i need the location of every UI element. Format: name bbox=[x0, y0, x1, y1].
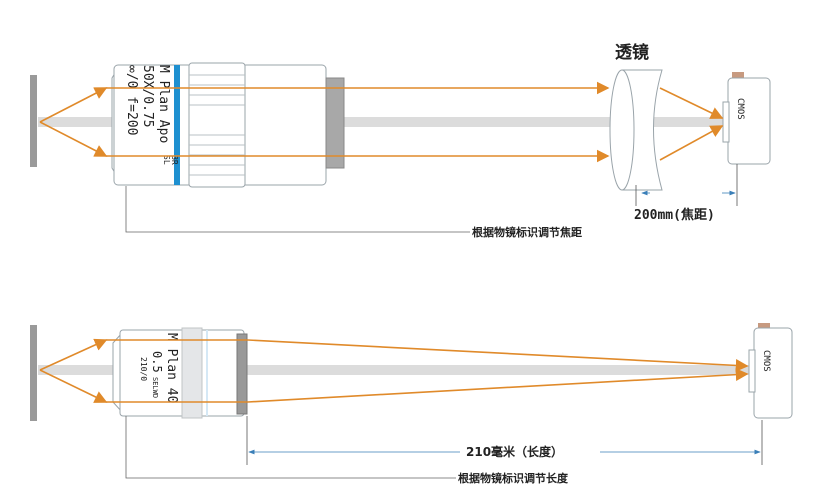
cmos-camera bbox=[722, 72, 771, 165]
leader-line bbox=[125, 416, 456, 479]
objective-na: 0.5 bbox=[150, 351, 164, 373]
thread bbox=[236, 333, 248, 415]
focal-length-label: 200mm(焦距) bbox=[634, 207, 715, 223]
focal-dimension bbox=[635, 164, 738, 206]
top-setup: M Plan Apo 50X/0.75 ∞/0 f=200 BR SL 透镜 C… bbox=[30, 42, 771, 239]
objective-50x bbox=[111, 62, 345, 188]
objective-50x-text: M Plan Apo 50X/0.75 ∞/0 f=200 BR SL bbox=[124, 65, 179, 165]
objective-spec: ∞/0 f=200 bbox=[124, 65, 139, 135]
focus-note: 根据物镜标识调节焦距 bbox=[472, 225, 582, 239]
sample-plate bbox=[30, 325, 37, 421]
objective-40x bbox=[112, 327, 248, 419]
thread bbox=[325, 77, 345, 169]
length-note: 根据物镜标识调节长度 bbox=[458, 471, 569, 485]
badge-br: BR bbox=[170, 155, 179, 165]
leader-line bbox=[125, 186, 470, 233]
camera-label: CMOS bbox=[735, 98, 745, 120]
objective-40x-text: M Plan 40 0.5 SELWD 210/0 bbox=[139, 333, 179, 403]
lens-title: 透镜 bbox=[615, 42, 649, 63]
blue-band bbox=[174, 65, 180, 185]
objective-mag: 50X/0.75 bbox=[140, 65, 155, 128]
length-label: 210毫米（长度） bbox=[466, 444, 563, 459]
light-rays bbox=[39, 81, 724, 163]
bottom-setup: M Plan 40 0.5 SELWD 210/0 CMOS 210毫米（长度） bbox=[30, 323, 793, 485]
optical-axis bbox=[38, 117, 728, 127]
objective-model: M Plan Apo bbox=[156, 65, 171, 143]
cmos-camera bbox=[748, 323, 793, 419]
lens bbox=[609, 69, 663, 191]
objective-spec: 210/0 bbox=[139, 357, 148, 381]
objective-model: M Plan 40 bbox=[164, 333, 179, 403]
optical-axis bbox=[38, 365, 750, 375]
sample-plate bbox=[30, 75, 37, 167]
camera-label: CMOS bbox=[761, 350, 771, 372]
grey-band bbox=[181, 327, 203, 419]
length-dimension bbox=[246, 416, 763, 465]
badge-sl: SL bbox=[162, 155, 171, 165]
objective-selwd: SELWD bbox=[151, 377, 159, 398]
light-rays bbox=[39, 338, 749, 403]
